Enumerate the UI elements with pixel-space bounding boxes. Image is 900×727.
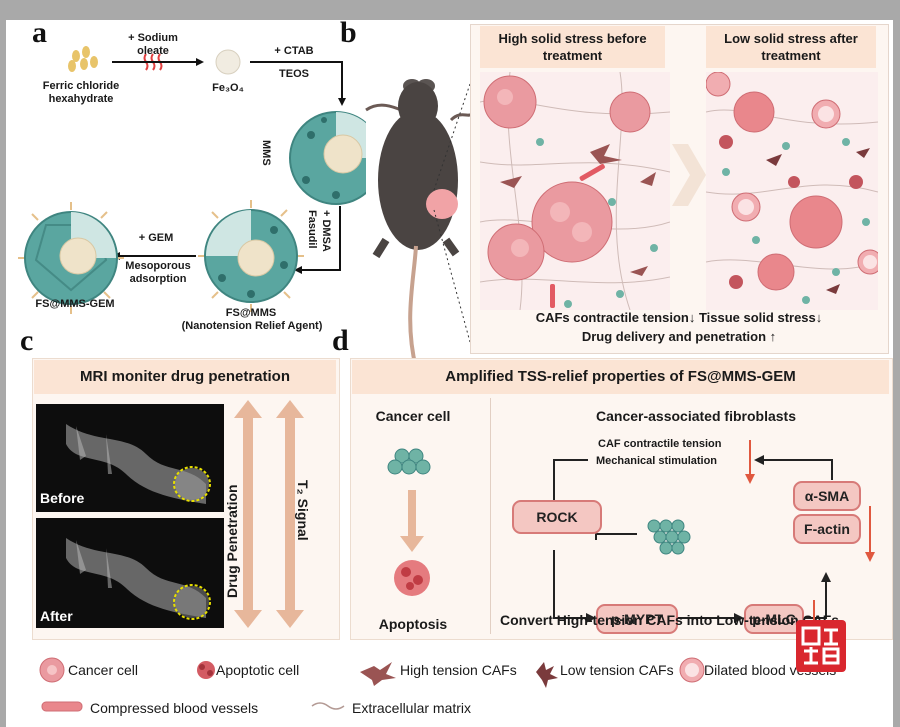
asma-node: α-SMA: [793, 481, 861, 511]
panel-b-caption-1: CAFs contractile tension↓ Tissue solid s…: [535, 310, 823, 325]
fasudil-label: Fasudil: [306, 210, 318, 249]
legend-apoptotic-cell-icon: [197, 661, 215, 679]
legend-cancer-cell-icon: [39, 657, 65, 683]
penetration-arrows: [234, 400, 304, 628]
fe3o4-label: Fe₃O₄: [212, 82, 244, 94]
rock-node: ROCK: [512, 500, 602, 534]
legend-high-caf-icon: [360, 662, 396, 686]
high-stress-tissue: [480, 72, 670, 310]
mms-label: MMS: [260, 140, 272, 166]
apoptosis-label: Apoptosis: [378, 616, 448, 632]
mri-title: MRI moniter drug penetration: [34, 360, 336, 394]
caf-title: Cancer-associated fibroblasts: [596, 408, 796, 424]
mri-after-label: After: [40, 608, 73, 624]
low-stress-title: Low solid stress after treatment: [706, 26, 876, 68]
mech-stim-label: Mechanical stimulation: [596, 455, 718, 467]
legend-compressed: Compressed blood vessels: [90, 700, 259, 716]
cancer-to-apoptosis: [387, 448, 431, 596]
panel-label-c: c: [20, 324, 34, 357]
sodium-oleate-label: + Sodium oleate: [128, 32, 178, 57]
ctab-label: + CTAB: [274, 45, 314, 57]
panel-label-a: a: [32, 16, 47, 49]
dmsa-label: + DMSA: [320, 210, 332, 252]
legend-dilated-vessel-icon: [679, 657, 705, 683]
pmypt-node: p-MYPT: [596, 604, 678, 634]
panel-b-caption-2: Drug delivery and penetration ↑: [581, 329, 777, 344]
panel-label-d: d: [332, 324, 349, 357]
fsmms-label: FS@MMS: [225, 307, 277, 319]
legend-low-caf: Low tension CAFs: [560, 662, 674, 678]
legend-ecm: Extracellular matrix: [352, 700, 472, 716]
pmlc-node: p-MLC: [744, 604, 804, 634]
tss-title: Amplified TSS-relief properties of FS@MM…: [352, 360, 889, 394]
t2-signal-label: T₂ Signal: [295, 480, 311, 541]
zoom-dotted-lines: [433, 83, 471, 343]
teos-label: TEOS: [279, 68, 309, 80]
mesoporous-label: Mesoporous adsorption: [125, 260, 191, 285]
panel-d-divider: [490, 398, 491, 634]
fsmms-gem-label: FS@MMS-GEM: [35, 298, 115, 310]
transition-arrow: [672, 144, 706, 206]
legend-low-caf-icon: [536, 662, 558, 688]
tumor-roi-after: [173, 584, 211, 620]
figure-sheet: a: [6, 16, 893, 727]
mri-images: [36, 404, 224, 628]
gem-label: + GEM: [138, 232, 174, 244]
watermark-logo: [796, 620, 846, 672]
caf-pathway-arrows: [549, 440, 875, 630]
fsmms-gem-particle-icon: [18, 202, 124, 314]
cancer-cell-label: Cancer cell: [375, 408, 451, 424]
panel-d-frame: [350, 358, 893, 640]
legend-ecm-icon: [311, 702, 345, 710]
ferric-chloride-label: Ferric chloride hexahydrate: [42, 80, 120, 105]
legend-icons: [39, 657, 705, 712]
convert-caption: Convert High-tension CAFs into Low-tensi…: [500, 612, 840, 628]
panel-a-graphics: [18, 46, 366, 314]
legend-high-caf: High tension CAFs: [400, 662, 517, 678]
legend-apoptotic-cell: Apoptotic cell: [216, 662, 300, 678]
legend-compressed-vessel-icon: [41, 701, 83, 712]
legend-cancer-cell: Cancer cell: [68, 662, 139, 678]
panel-label-b: b: [340, 16, 357, 49]
watermark-glyphs: [801, 626, 840, 665]
mms-particle-icon: [289, 111, 366, 205]
fsmms-sub-label: (Nanotension Relief Agent): [181, 320, 323, 332]
mri-before-label: Before: [40, 490, 85, 506]
tumor-roi-before: [173, 466, 211, 502]
ferric-chloride-icon: [68, 46, 98, 72]
low-stress-tissue: [706, 72, 878, 310]
mouse-illustration: [365, 79, 474, 369]
high-stress-title: High solid stress before treatment: [480, 26, 665, 68]
drug-penetration-label: Drug Penetration: [224, 484, 240, 598]
fsmms-particle-icon: [198, 200, 304, 312]
caf-tension-label: CAF contractile tension: [598, 438, 722, 450]
factin-node: F-actin: [793, 514, 861, 544]
